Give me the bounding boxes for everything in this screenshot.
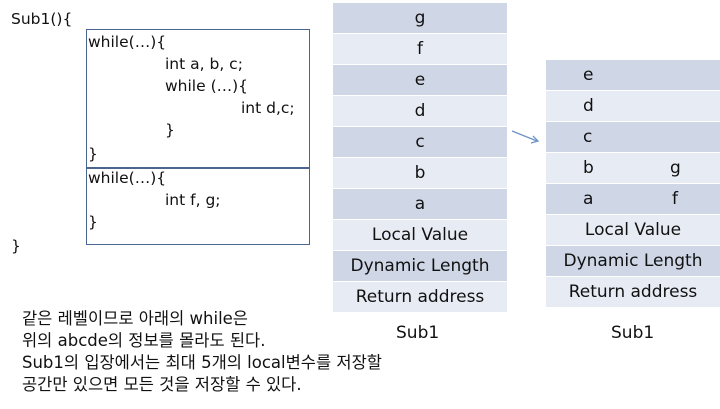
code-func-open: Sub1(){ <box>11 10 73 28</box>
note-line-3: Sub1의 입장에서는 최대 5개의 local변수를 저장할 <box>22 353 382 372</box>
stack-right-cell: e <box>546 60 720 91</box>
stack-left-cell: Dynamic Length <box>333 251 507 282</box>
stack-right-cell: a f <box>546 184 720 215</box>
stack-right-cell: Dynamic Length <box>546 246 720 277</box>
stack-right: e d c b g a f Local Value Dynamic Length… <box>546 60 720 308</box>
code-close-while2: } <box>88 213 98 231</box>
code-decl-dc: int d,c; <box>241 99 295 117</box>
stack-right-caption: Sub1 <box>611 323 655 343</box>
stack-left-cell: d <box>333 96 507 127</box>
stack-right-cell-label: b <box>583 158 594 178</box>
code-close-inner: } <box>165 121 175 139</box>
code-func-close: } <box>11 237 21 255</box>
stack-left-caption: Sub1 <box>396 323 440 343</box>
stack-right-cell: Return address <box>546 277 720 308</box>
stack-right-cell-label: c <box>583 127 593 147</box>
stack-left-cell: g <box>333 3 507 34</box>
code-while1-open: while(…){ <box>88 33 167 51</box>
stack-right-cell: b g <box>546 153 720 184</box>
stack-right-cell-label: d <box>583 96 594 116</box>
note-line-1: 같은 레벨이므로 아래의 while은 <box>22 309 248 328</box>
stack-left-cell: a <box>333 189 507 220</box>
stack-left-cell: Local Value <box>333 220 507 251</box>
stack-left-cell: b <box>333 158 507 189</box>
stack-right-cell-label: e <box>583 65 594 85</box>
while-block-1 <box>86 29 310 169</box>
code-decl-abc: int a, b, c; <box>165 55 243 73</box>
stack-right-cell: d <box>546 91 720 122</box>
code-while-inner-open: while (…){ <box>165 77 249 95</box>
note-line-2: 위의 abcde의 정보를 몰라도 된다. <box>22 331 266 350</box>
stack-right-side-label: g <box>670 158 681 178</box>
stack-left-cell: f <box>333 34 507 65</box>
arrow-icon <box>511 130 540 144</box>
note-line-4: 공간만 있으면 모든 것을 저장할 수 있다. <box>22 375 302 394</box>
stack-right-cell-label: a <box>583 189 594 209</box>
stack-right-cell: c <box>546 122 720 153</box>
while-block-2 <box>86 167 310 245</box>
stack-left-cell: c <box>333 127 507 158</box>
stack-left: g f e d c b a Local Value Dynamic Length… <box>333 3 507 313</box>
code-while2-open: while(…){ <box>88 169 167 187</box>
code-decl-fg: int f, g; <box>165 191 221 209</box>
stack-right-side-label: f <box>672 189 678 209</box>
code-close-while1: } <box>88 145 98 163</box>
stack-right-cell: Local Value <box>546 215 720 246</box>
stack-left-cell: Return address <box>333 282 507 313</box>
stack-left-cell: e <box>333 65 507 96</box>
